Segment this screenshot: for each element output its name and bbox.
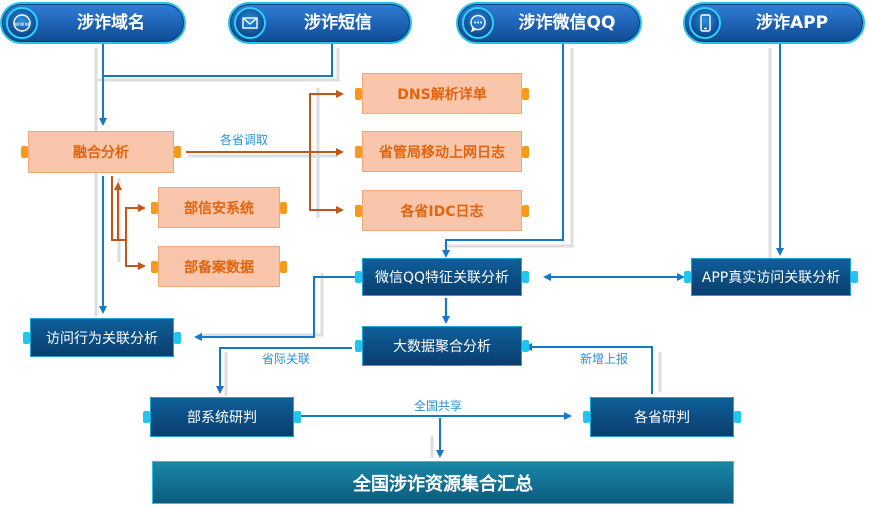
envelope-icon [234, 7, 266, 39]
connector-cap [355, 204, 362, 217]
node-label: 部系统研判 [187, 410, 257, 426]
node-label: 全国涉诈资源集合汇总 [353, 473, 533, 495]
node-province-judgement: 各省研判 [583, 397, 741, 437]
node-label: 融合分析 [73, 145, 129, 161]
node-visit-behavior-analysis: 访问行为关联分析 [23, 318, 181, 357]
node-bigdata-aggregation: 大数据聚合分析 [355, 326, 529, 366]
source-label: 涉诈域名 [77, 13, 145, 33]
connector-cap [522, 340, 529, 352]
connector-cap [21, 146, 28, 158]
connector-cap [522, 204, 529, 217]
phone-icon [689, 7, 721, 39]
chat-bubble-icon [462, 7, 494, 39]
connector-cap [355, 145, 362, 158]
connector-cap [355, 340, 362, 352]
node-ministry-filing-data: 部备案数据 [151, 246, 287, 287]
node-label: 访问行为关联分析 [46, 330, 158, 347]
node-fusion-analysis: 融合分析 [21, 131, 181, 173]
node-label: DNS解析详单 [397, 86, 487, 103]
node-label: 省管局移动上网日志 [379, 144, 505, 161]
connector-cap [174, 146, 181, 158]
node-ministry-judgement: 部系统研判 [143, 397, 301, 437]
node-dns-records: DNS解析详单 [355, 73, 529, 114]
connector-cap [522, 87, 529, 100]
source-fraud-sms: 涉诈短信 [228, 2, 412, 44]
node-mobile-internet-log: 省管局移动上网日志 [355, 131, 529, 172]
node-label: 大数据聚合分析 [393, 339, 491, 355]
node-label: 各省IDC日志 [400, 203, 484, 220]
source-label: 涉诈微信QQ [518, 13, 616, 33]
connector-cap [583, 411, 590, 423]
source-label: 涉诈短信 [304, 13, 372, 33]
connector-cap [355, 271, 362, 283]
connector-cap [851, 271, 858, 283]
source-label: 涉诈APP [755, 13, 829, 33]
svg-text:www: www [15, 21, 30, 28]
connector-cap [143, 411, 150, 423]
node-national-summary: 全国涉诈资源集合汇总 [152, 461, 734, 504]
source-fraud-domain: www 涉诈域名 [0, 2, 186, 44]
connector-cap [355, 87, 362, 100]
source-fraud-app: 涉诈APP [683, 2, 865, 44]
connector-cap [280, 201, 287, 214]
connector-cap [522, 271, 529, 283]
connector-cap [734, 411, 741, 423]
node-label: APP真实访问关联分析 [701, 270, 841, 286]
node-ministry-security-system: 部信安系统 [151, 187, 287, 228]
connector-cap [294, 411, 301, 423]
connector-cap [23, 331, 30, 344]
connector-cap [522, 145, 529, 158]
node-idc-log: 各省IDC日志 [355, 190, 529, 231]
source-fraud-wechat-qq: 涉诈微信QQ [456, 2, 642, 44]
node-wechat-qq-analysis: 微信QQ特征关联分析 [355, 258, 529, 296]
edge-label-inter-province: 省际关联 [262, 352, 311, 366]
edge-label-province-retrieve: 各省调取 [220, 133, 269, 147]
edge-label-nation-share: 全国共享 [414, 399, 463, 413]
node-app-visit-analysis: APP真实访问关联分析 [684, 258, 858, 296]
connector-cap [151, 201, 158, 214]
globe-www-icon: www [6, 7, 38, 39]
node-label: 微信QQ特征关联分析 [374, 270, 510, 286]
node-label: 部备案数据 [184, 259, 254, 276]
node-label: 部信安系统 [184, 200, 254, 217]
connector-cap [684, 271, 691, 283]
node-label: 各省研判 [634, 410, 690, 426]
connector-cap [151, 260, 158, 273]
connector-cap [174, 331, 181, 344]
edge-label-new-report: 新增上报 [580, 352, 629, 366]
connector-cap [280, 260, 287, 273]
